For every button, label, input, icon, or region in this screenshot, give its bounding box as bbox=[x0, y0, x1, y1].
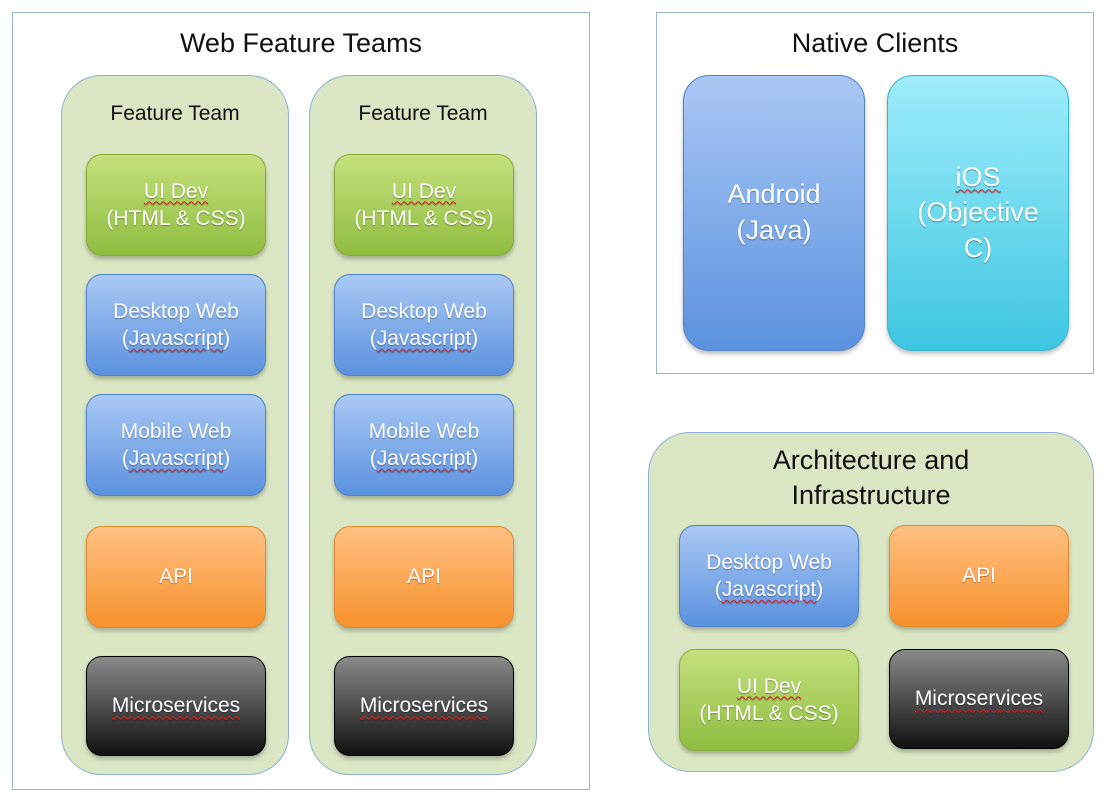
desktop-web-box: Desktop Web (Javascript) bbox=[86, 274, 266, 376]
ios-tech-line2: C) bbox=[963, 232, 993, 263]
android-box: Android (Java) bbox=[683, 75, 865, 351]
api-label: API bbox=[159, 565, 193, 589]
api-box: API bbox=[86, 526, 266, 628]
desktop-web-box: Desktop Web (Javascript) bbox=[679, 525, 859, 627]
architecture-title-line1: Architecture and bbox=[772, 445, 970, 475]
ui-dev-label: UI Dev bbox=[143, 179, 209, 203]
desktop-web-label: Desktop Web bbox=[361, 299, 487, 323]
feature-team-title: Feature Team bbox=[358, 102, 488, 125]
web-feature-teams-panel: Web Feature Teams Feature Team UI Dev (H… bbox=[12, 12, 590, 790]
desktop-web-label: Desktop Web bbox=[706, 550, 832, 574]
ui-dev-label: UI Dev bbox=[736, 674, 802, 698]
desktop-web-tech: (Javascript) bbox=[714, 578, 824, 601]
api-label: API bbox=[407, 565, 441, 589]
ios-tech-line1: (Objective bbox=[917, 197, 1039, 228]
feature-team-column-2: Feature Team UI Dev (HTML & CSS) Desktop… bbox=[309, 75, 537, 775]
architecture-title: Architecture and Infrastructure bbox=[649, 443, 1093, 512]
android-label: Android bbox=[727, 179, 821, 210]
native-clients-panel: Native Clients Android (Java) iOS (Objec… bbox=[656, 12, 1094, 374]
ui-dev-label: UI Dev bbox=[391, 179, 457, 203]
feature-team-column-1: Feature Team UI Dev (HTML & CSS) Desktop… bbox=[61, 75, 289, 775]
microservices-box: Microservices bbox=[889, 649, 1069, 749]
ui-dev-tech: (HTML & CSS) bbox=[354, 207, 494, 230]
desktop-web-box: Desktop Web (Javascript) bbox=[334, 274, 514, 376]
mobile-web-label: Mobile Web bbox=[120, 419, 232, 443]
mobile-web-tech: (Javascript) bbox=[121, 447, 231, 470]
ui-dev-tech: (HTML & CSS) bbox=[106, 207, 246, 230]
android-tech: (Java) bbox=[736, 215, 812, 245]
microservices-box: Microservices bbox=[86, 656, 266, 756]
desktop-web-tech: (Javascript) bbox=[121, 327, 231, 350]
mobile-web-label: Mobile Web bbox=[368, 419, 480, 443]
api-box: API bbox=[889, 525, 1069, 627]
architecture-infrastructure-panel: Architecture and Infrastructure Desktop … bbox=[648, 432, 1094, 772]
feature-team-title: Feature Team bbox=[110, 102, 240, 125]
mobile-web-tech: (Javascript) bbox=[369, 447, 479, 470]
microservices-label: Microservices bbox=[111, 694, 241, 718]
native-clients-title: Native Clients bbox=[791, 28, 959, 58]
ios-box: iOS (Objective C) bbox=[887, 75, 1069, 351]
desktop-web-label: Desktop Web bbox=[113, 299, 239, 323]
architecture-title-line2: Infrastructure bbox=[791, 479, 951, 510]
ui-dev-box: UI Dev (HTML & CSS) bbox=[86, 154, 266, 256]
microservices-label: Microservices bbox=[359, 694, 489, 718]
mobile-web-box: Mobile Web (Javascript) bbox=[334, 394, 514, 496]
microservices-label: Microservices bbox=[914, 687, 1044, 711]
ui-dev-tech: (HTML & CSS) bbox=[699, 702, 839, 725]
ui-dev-box: UI Dev (HTML & CSS) bbox=[679, 649, 859, 751]
web-feature-teams-title: Web Feature Teams bbox=[179, 28, 423, 58]
microservices-box: Microservices bbox=[334, 656, 514, 756]
ui-dev-box: UI Dev (HTML & CSS) bbox=[334, 154, 514, 256]
api-label: API bbox=[962, 564, 996, 588]
mobile-web-box: Mobile Web (Javascript) bbox=[86, 394, 266, 496]
desktop-web-tech: (Javascript) bbox=[369, 327, 479, 350]
api-box: API bbox=[334, 526, 514, 628]
ios-label: iOS bbox=[955, 161, 1001, 192]
